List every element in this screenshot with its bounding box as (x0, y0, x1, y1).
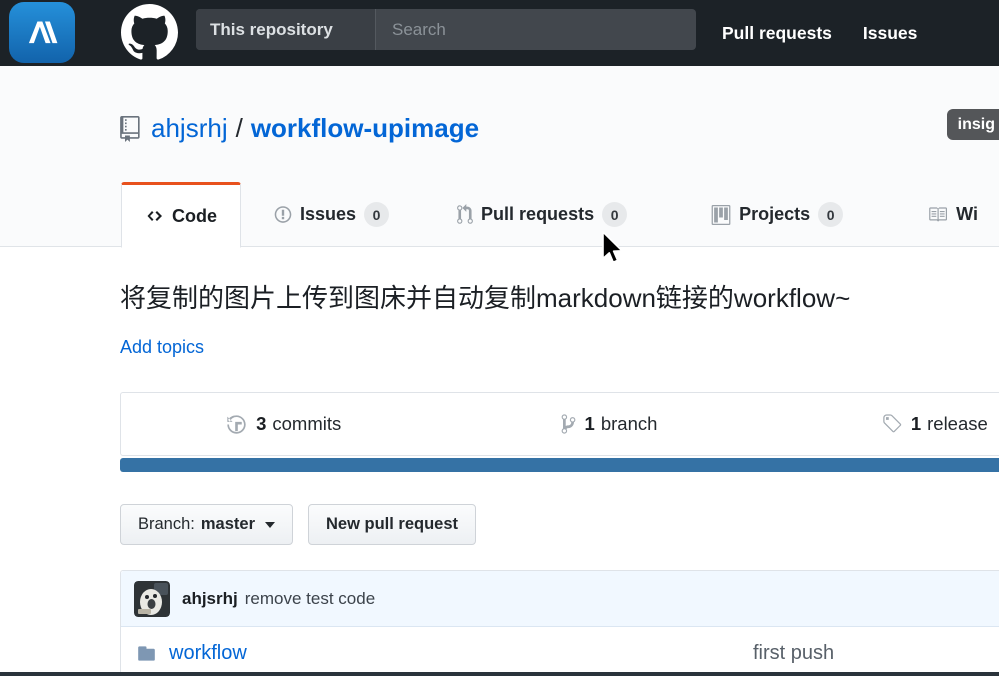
nav-issues[interactable]: Issues (862, 22, 918, 43)
insights-chip[interactable]: insig (946, 109, 999, 140)
search-input[interactable] (376, 9, 696, 50)
tab-code-label: Code (172, 205, 217, 226)
repo-owner-link[interactable]: ahjsrhj (151, 113, 228, 143)
branches-count: 1 (584, 413, 595, 434)
new-pull-request-button[interactable]: New pull request (308, 504, 477, 545)
projects-count-badge: 0 (818, 202, 844, 227)
alfred-app-icon[interactable] (9, 2, 75, 63)
branch-button-value: master (200, 515, 255, 533)
commits-count: 3 (256, 413, 267, 434)
repo-book-icon (120, 115, 143, 142)
avatar[interactable] (134, 580, 170, 617)
code-icon (147, 211, 162, 221)
tab-issues[interactable]: Issues 0 (274, 182, 390, 247)
repo-name-link[interactable]: workflow-upimage (250, 113, 480, 143)
repo-tab-bar: Code Issues 0 Pull requests 0 P (121, 182, 978, 248)
commits-label: commits (272, 413, 342, 434)
search-scope-label: This repository (196, 9, 376, 50)
commit-message-link[interactable]: remove test code (244, 588, 376, 608)
header-nav: Pull requests Issues (722, 0, 917, 66)
language-bar[interactable] (120, 458, 999, 472)
chevron-down-icon (265, 521, 275, 528)
issue-icon (274, 206, 292, 223)
stat-branches[interactable]: 1 branch (446, 393, 771, 455)
file-browser: ahjsrhj remove test code workflow first … (120, 570, 999, 676)
tab-wiki-label: Wi (956, 204, 978, 224)
top-header: This repository Pull requests Issues (0, 0, 999, 66)
stat-releases[interactable]: 1 release (772, 393, 999, 455)
repo-actions-row: Branch: master New pull request (120, 504, 477, 545)
branch-selector-button[interactable]: Branch: master (120, 504, 293, 545)
tab-code[interactable]: Code (121, 182, 241, 248)
viewport-bottom-edge (0, 672, 999, 676)
branch-icon (561, 414, 575, 434)
stat-commits[interactable]: 3 commits (121, 393, 446, 455)
tab-pull-requests[interactable]: Pull requests 0 (457, 182, 628, 247)
tab-projects[interactable]: Projects 0 (711, 182, 844, 247)
new-pull-request-label: New pull request (326, 515, 459, 533)
wiki-book-icon (929, 207, 948, 222)
pull-requests-count-badge: 0 (602, 202, 628, 227)
folder-icon (138, 645, 155, 661)
header-search: This repository (196, 9, 696, 50)
latest-commit-row: ahjsrhj remove test code (121, 571, 999, 627)
alfred-lambda-icon (28, 21, 58, 43)
tab-projects-label: Projects (739, 204, 811, 224)
pull-request-icon (457, 204, 473, 224)
issues-count-badge: 0 (364, 202, 390, 227)
add-topics-link[interactable]: Add topics (120, 337, 205, 357)
file-commit-message[interactable]: first push (753, 641, 835, 664)
releases-label: release (927, 413, 988, 434)
repo-description: 将复制的图片上传到图床并自动复制markdown链接的workflow~ (120, 283, 851, 313)
repo-stats-bar: 3 commits 1 branch 1 release (120, 392, 999, 456)
repo-summary: 3 commits 1 branch 1 release (120, 392, 999, 472)
repo-header-section: ahjsrhj / workflow-upimage insig Code Is… (0, 66, 999, 248)
repo-title-separator: / (235, 113, 243, 143)
commit-author-link[interactable]: ahjsrhj (182, 588, 238, 608)
github-logo-icon[interactable] (121, 4, 178, 61)
tab-wiki[interactable]: Wi (927, 182, 978, 247)
tab-issues-label: Issues (300, 204, 357, 224)
project-board-icon (711, 204, 731, 225)
nav-pull-requests[interactable]: Pull requests (722, 22, 832, 43)
history-icon (227, 414, 246, 434)
file-row-workflow[interactable]: workflow first push (121, 627, 999, 676)
tag-icon (883, 414, 902, 433)
branches-label: branch (600, 413, 658, 434)
branch-button-prefix: Branch: (138, 515, 195, 533)
repo-title: ahjsrhj / workflow-upimage (120, 113, 479, 144)
releases-count: 1 (910, 413, 922, 434)
tab-pull-requests-label: Pull requests (481, 204, 595, 224)
file-name-link[interactable]: workflow (169, 641, 247, 664)
